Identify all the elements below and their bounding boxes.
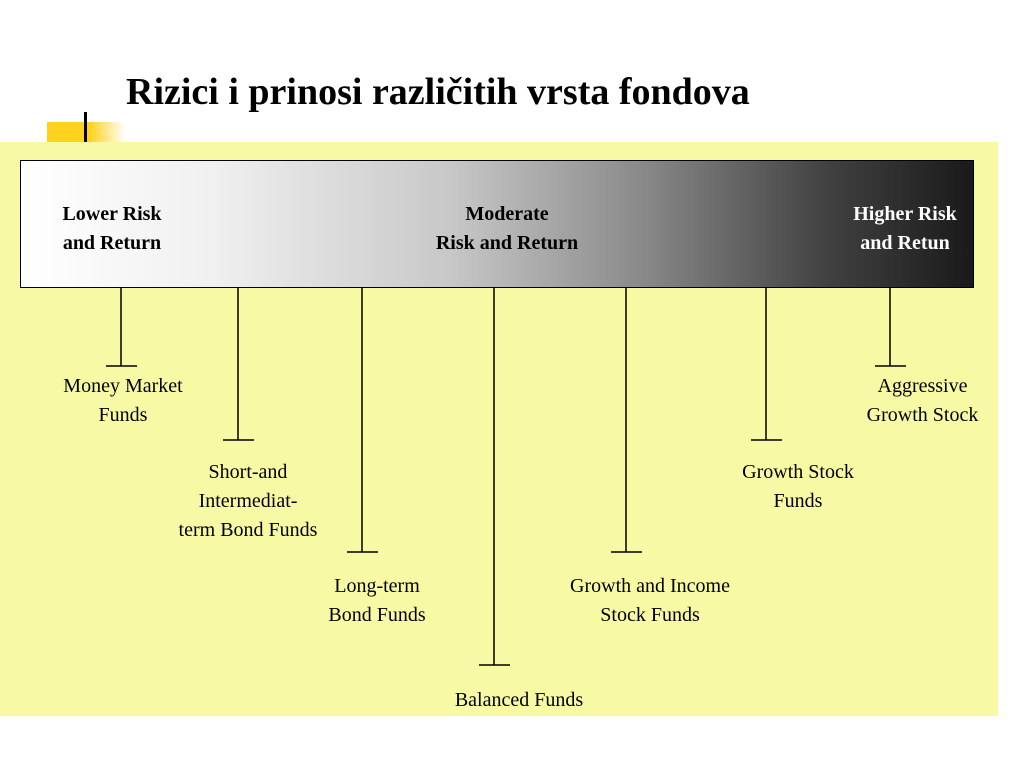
fund-money-market: Money Market Funds [63,375,183,426]
fund-short-intermediate-bond: Short-and Intermediat- term Bond Funds [178,461,318,541]
connector-short-bond [223,288,254,441]
risk-label-high: Higher Risk and Retun [853,203,957,254]
connector-balanced [479,288,510,666]
risk-label-low: Lower Risk and Return [62,203,162,254]
fund-growth-stock: Growth Stock Funds [742,461,854,512]
slide-title: Rizici i prinosi različitih vrsta fondov… [126,71,750,113]
connector-money-market [106,288,137,367]
connector-aggressive [875,288,906,367]
connector-growth-stock [751,288,782,441]
fund-aggressive-growth: Aggressive Growth Stock [866,375,979,426]
risk-gradient-bar [20,160,974,288]
fund-growth-income: Growth and Income Stock Funds [570,575,730,626]
connector-growth-income [611,288,642,553]
fund-balanced: Balanced Funds [454,689,584,711]
title-accent-bar [84,112,87,142]
fund-long-term-bond: Long-term Bond Funds [328,575,426,626]
connector-long-bond [347,288,378,553]
risk-label-moderate: Moderate Risk and Return [435,203,579,254]
